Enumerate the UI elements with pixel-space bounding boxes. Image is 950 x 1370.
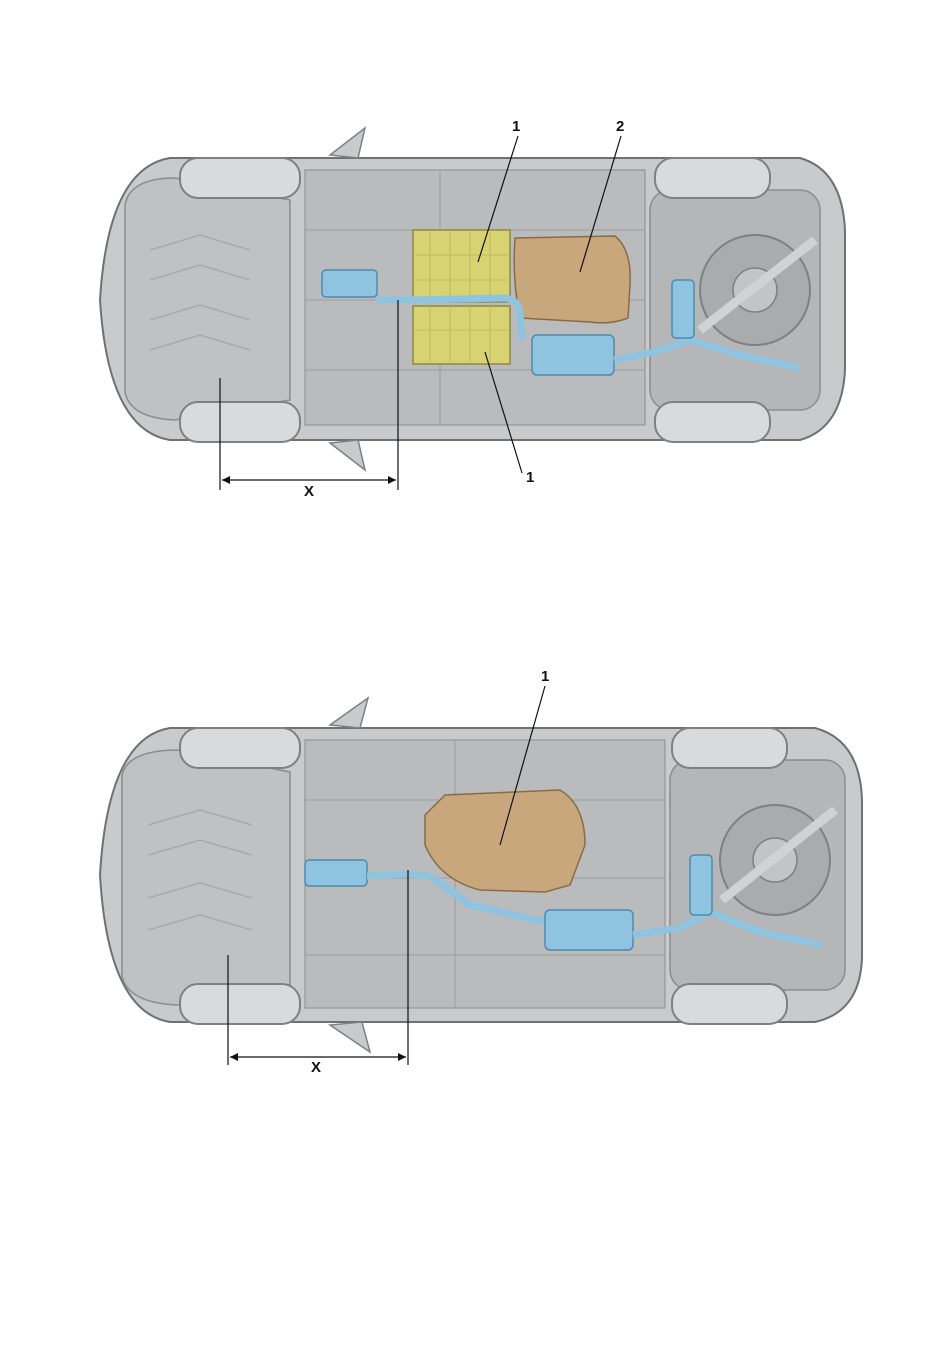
dimension-label: X: [304, 483, 314, 500]
front-skid-plate: [125, 178, 290, 420]
wheel-rear-left: [655, 158, 770, 198]
wheel-rear-right: [672, 984, 787, 1024]
wheel-rear-right: [655, 402, 770, 442]
wheel-rear-left: [672, 728, 787, 768]
dimension-arrow-right: [388, 476, 396, 484]
mirror-left: [330, 698, 368, 728]
catalytic-converter: [322, 270, 377, 297]
underbody-diagram-1: 1 2 1 X: [0, 0, 950, 520]
dimension-arrow-right: [398, 1053, 406, 1061]
rear-muffler: [690, 855, 712, 915]
battery-upper: [413, 230, 510, 302]
rear-muffler: [672, 280, 694, 338]
wheel-front-right: [180, 984, 300, 1024]
wheel-front-left: [180, 158, 300, 198]
wheel-front-left: [180, 728, 300, 768]
mirror-left: [330, 128, 365, 158]
wheel-front-right: [180, 402, 300, 442]
callout-label: 2: [616, 118, 624, 135]
callout-label: 1: [512, 118, 520, 135]
fuel-tank: [425, 790, 585, 892]
fuel-tank: [514, 236, 630, 323]
front-skid-plate: [122, 750, 290, 1005]
dimension-label: X: [311, 1059, 321, 1076]
mirror-right: [330, 440, 365, 470]
dimension-arrow-left: [230, 1053, 238, 1061]
underbody-diagram-2: 1 X: [0, 560, 950, 1090]
dimension-arrow-left: [222, 476, 230, 484]
center-muffler: [545, 910, 633, 950]
underbody-svg-2: 1 X: [0, 560, 950, 1090]
center-muffler: [532, 335, 614, 375]
catalytic-converter: [305, 860, 367, 886]
battery-lower: [413, 306, 510, 364]
underbody-svg-1: 1 2 1 X: [0, 0, 950, 520]
mirror-right: [330, 1022, 370, 1052]
callout-label: 1: [526, 469, 534, 486]
callout-label: 1: [541, 668, 549, 685]
